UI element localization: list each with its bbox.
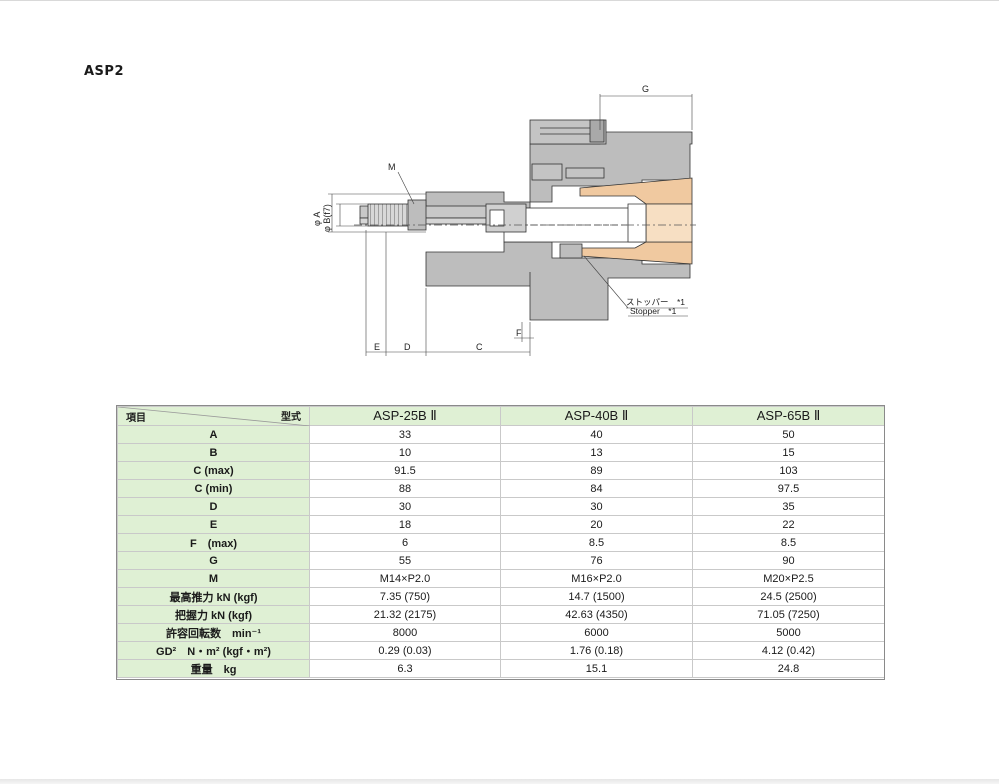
table-cell: 90	[692, 551, 885, 570]
table-cell: 24.8	[692, 659, 885, 678]
table-cell: 14.7 (1500)	[500, 587, 693, 606]
threaded-end	[367, 203, 415, 227]
row-label: 許容回転数 min⁻¹	[117, 623, 310, 642]
table-cell: 10	[309, 443, 501, 462]
technical-drawing: G M φ A φ B(f7) E D C F ストッパー *1 Stopper…	[290, 80, 710, 370]
upper-clamp-bolt	[589, 119, 605, 143]
label-E: E	[374, 342, 380, 352]
table-cell: 8.5	[692, 533, 885, 552]
table-cell: 40	[500, 425, 693, 444]
table-cell: 84	[500, 479, 693, 498]
table-cell: 4.12 (0.42)	[692, 641, 885, 660]
table-cell: 91.5	[309, 461, 501, 480]
label-G: G	[642, 84, 649, 94]
table-cell: 18	[309, 515, 501, 534]
label-stopper-jp: ストッパー *1	[626, 297, 685, 307]
table-cell: 0.29 (0.03)	[309, 641, 501, 660]
model-header: ASP-40B Ⅱ	[500, 406, 693, 426]
row-label: 最高推力 kN (kgf)	[117, 587, 310, 606]
table-row: 把握力 kN (kgf)21.32 (2175)42.63 (4350)71.0…	[117, 605, 885, 624]
table-cell: 35	[692, 497, 885, 516]
table-cell: M16×P2.0	[500, 569, 693, 588]
model-header: ASP-65B Ⅱ	[692, 406, 885, 426]
table-cell: 6	[309, 533, 501, 552]
row-label: C (min)	[117, 479, 310, 498]
row-label: GD² N・m² (kgf・m²)	[117, 641, 310, 660]
table-cell: 6000	[500, 623, 693, 642]
table-cell: 76	[500, 551, 693, 570]
label-F: F	[516, 328, 522, 338]
page-title: ASP2	[84, 64, 124, 79]
table-cell: 30	[500, 497, 693, 516]
table-row: GD² N・m² (kgf・m²)0.29 (0.03)1.76 (0.18)4…	[117, 641, 885, 660]
table-cell: 89	[500, 461, 693, 480]
table-cell: 50	[692, 425, 885, 444]
table-cell: M20×P2.5	[692, 569, 885, 588]
label-C: C	[476, 342, 483, 352]
row-label: C (max)	[117, 461, 310, 480]
row-label: A	[117, 425, 310, 444]
row-label: D	[117, 497, 310, 516]
corner-type-label: 型式	[281, 412, 301, 423]
table-cell: 97.5	[692, 479, 885, 498]
row-label: 重量 kg	[117, 659, 310, 678]
table-cell: 88	[309, 479, 501, 498]
table-corner-cell: 項目 型式	[117, 406, 310, 426]
table-cell: 8000	[309, 623, 501, 642]
table-cell: 13	[500, 443, 693, 462]
collet-center	[645, 203, 693, 243]
table-cell: 5000	[692, 623, 885, 642]
label-M: M	[388, 162, 396, 172]
label-phiB: φ B(f7)	[322, 204, 332, 232]
label-phiA: φ A	[312, 212, 322, 226]
table-cell: M14×P2.0	[309, 569, 501, 588]
table-row: 最高推力 kN (kgf)7.35 (750)14.7 (1500)24.5 (…	[117, 587, 885, 606]
table-cell: 15	[692, 443, 885, 462]
row-label: E	[117, 515, 310, 534]
corner-item-label: 項目	[126, 413, 146, 424]
table-header-row: 項目 型式 ASP-25B Ⅱ ASP-40B Ⅱ ASP-65B Ⅱ	[117, 406, 885, 426]
row-label: B	[117, 443, 310, 462]
label-D: D	[404, 342, 411, 352]
table-cell: 103	[692, 461, 885, 480]
row-label: G	[117, 551, 310, 570]
table-cell: 42.63 (4350)	[500, 605, 693, 624]
top-rule	[0, 0, 999, 1]
table-cell: 30	[309, 497, 501, 516]
table-cell: 21.32 (2175)	[309, 605, 501, 624]
bottom-rule	[0, 779, 999, 784]
table-cell: 55	[309, 551, 501, 570]
row-label: 把握力 kN (kgf)	[117, 605, 310, 624]
table-cell: 71.05 (7250)	[692, 605, 885, 624]
table-cell: 7.35 (750)	[309, 587, 501, 606]
table-cell: 24.5 (2500)	[692, 587, 885, 606]
row-label: M	[117, 569, 310, 588]
table-cell: 15.1	[500, 659, 693, 678]
table-cell: 8.5	[500, 533, 693, 552]
label-stopper-en: Stopper *1	[630, 306, 677, 316]
body-lower	[425, 241, 691, 321]
table-cell: 22	[692, 515, 885, 534]
stopper	[559, 243, 583, 259]
table-cell: 1.76 (0.18)	[500, 641, 693, 660]
row-label: F (max)	[117, 533, 310, 552]
table-cell: 6.3	[309, 659, 501, 678]
model-header: ASP-25B Ⅱ	[309, 406, 501, 426]
table-cell: 33	[309, 425, 501, 444]
table-cell: 20	[500, 515, 693, 534]
